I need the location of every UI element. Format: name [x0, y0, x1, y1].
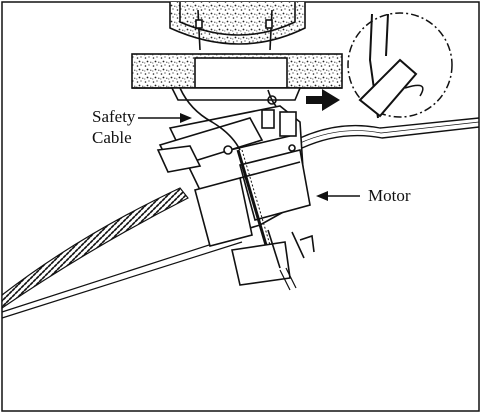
safety-cable-leader [138, 113, 192, 123]
detail-arrow-icon [306, 89, 340, 111]
motor-housing-icon [156, 105, 315, 291]
safety-cable-icon [179, 87, 277, 151]
safety-cable-label-line2: Cable [92, 128, 132, 147]
motor-leader [316, 191, 360, 201]
downrod-icon [1, 234, 243, 319]
ceiling-mount-icon [131, 2, 343, 101]
wire-conduit-icon [299, 117, 480, 149]
safety-cable-label-line1: Safety [92, 107, 136, 126]
zoom-detail-icon [347, 12, 453, 119]
motor-label: Motor [368, 186, 411, 205]
braided-cable-icon [1, 187, 189, 310]
